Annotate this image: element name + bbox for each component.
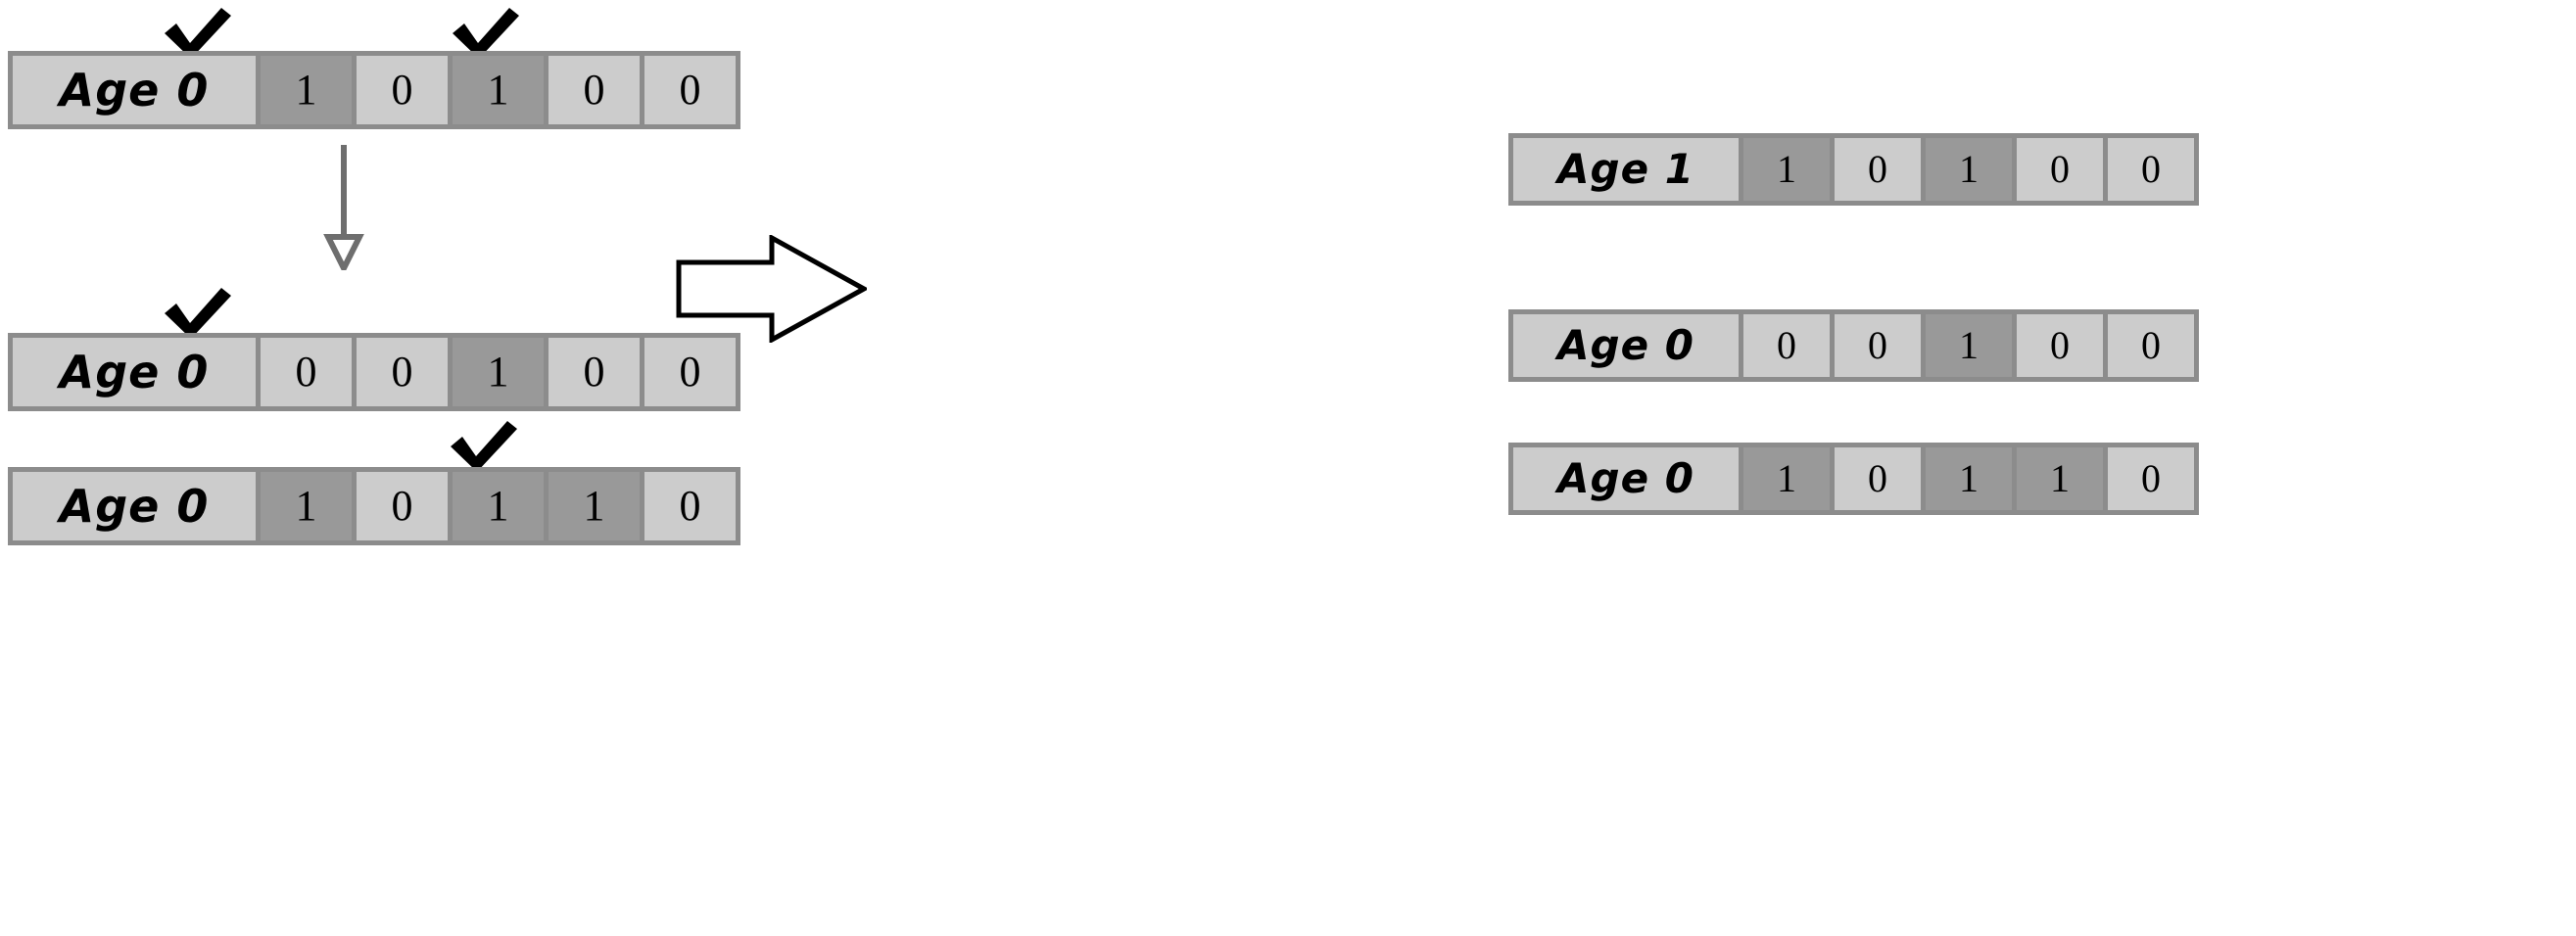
- bit-cell: 0: [261, 338, 352, 406]
- bit-cell: 0: [549, 338, 640, 406]
- bit-cell: 1: [1743, 138, 1830, 201]
- bit-cell: 0: [549, 56, 640, 124]
- bit-cell: 1: [261, 472, 352, 540]
- bit-cell: 0: [357, 338, 448, 406]
- bit-cell: 1: [1926, 447, 2012, 510]
- bit-cell: 1: [1926, 138, 2012, 201]
- mutation-down-arrow-icon: [315, 145, 372, 270]
- bit-cell: 1: [453, 472, 544, 540]
- child-strip-a: Age 1 1 0 1 0 0: [1508, 133, 2199, 206]
- bit-cell: 1: [453, 338, 544, 406]
- result-block-arrow-icon: [676, 235, 867, 343]
- bit-cell: 0: [2017, 314, 2103, 377]
- bit-cell: 0: [644, 338, 736, 406]
- strip-age-label: Age 0: [13, 338, 256, 406]
- child-strip-b: Age 0 0 0 1 0 0: [1508, 309, 2199, 382]
- strip-age-label: Age 0: [1513, 447, 1739, 510]
- checkmark-icon: [451, 6, 521, 61]
- bit-cell: 0: [644, 472, 736, 540]
- strip-age-label: Age 0: [13, 56, 256, 124]
- bit-cell: 0: [2017, 138, 2103, 201]
- bit-cell: 0: [644, 56, 736, 124]
- parent-strip-b: Age 0 0 0 1 0 0: [8, 333, 740, 411]
- bit-cell: 1: [1926, 314, 2012, 377]
- child-strip-c: Age 0 1 0 1 1 0: [1508, 443, 2199, 515]
- parent-strip-a: Age 0 1 0 1 0 0: [8, 51, 740, 129]
- bit-cell: 0: [1835, 138, 1921, 201]
- strip-age-label: Age 1: [1513, 138, 1739, 201]
- bit-cell: 1: [2017, 447, 2103, 510]
- bit-cell: 0: [1835, 314, 1921, 377]
- checkmark-icon: [449, 419, 519, 474]
- bit-cell: 1: [453, 56, 544, 124]
- bit-cell: 0: [357, 472, 448, 540]
- bit-cell: 0: [2108, 138, 2194, 201]
- bit-cell: 0: [1743, 314, 1830, 377]
- bit-cell: 0: [357, 56, 448, 124]
- bit-cell: 1: [261, 56, 352, 124]
- strip-age-label: Age 0: [13, 472, 256, 540]
- bit-cell: 1: [549, 472, 640, 540]
- strip-age-label: Age 0: [1513, 314, 1739, 377]
- bit-cell: 0: [1835, 447, 1921, 510]
- bit-cell: 0: [2108, 447, 2194, 510]
- bit-cell: 0: [2108, 314, 2194, 377]
- parent-strip-c: Age 0 1 0 1 1 0: [8, 467, 740, 545]
- checkmark-icon: [163, 6, 233, 61]
- bit-cell: 1: [1743, 447, 1830, 510]
- checkmark-icon: [163, 286, 233, 341]
